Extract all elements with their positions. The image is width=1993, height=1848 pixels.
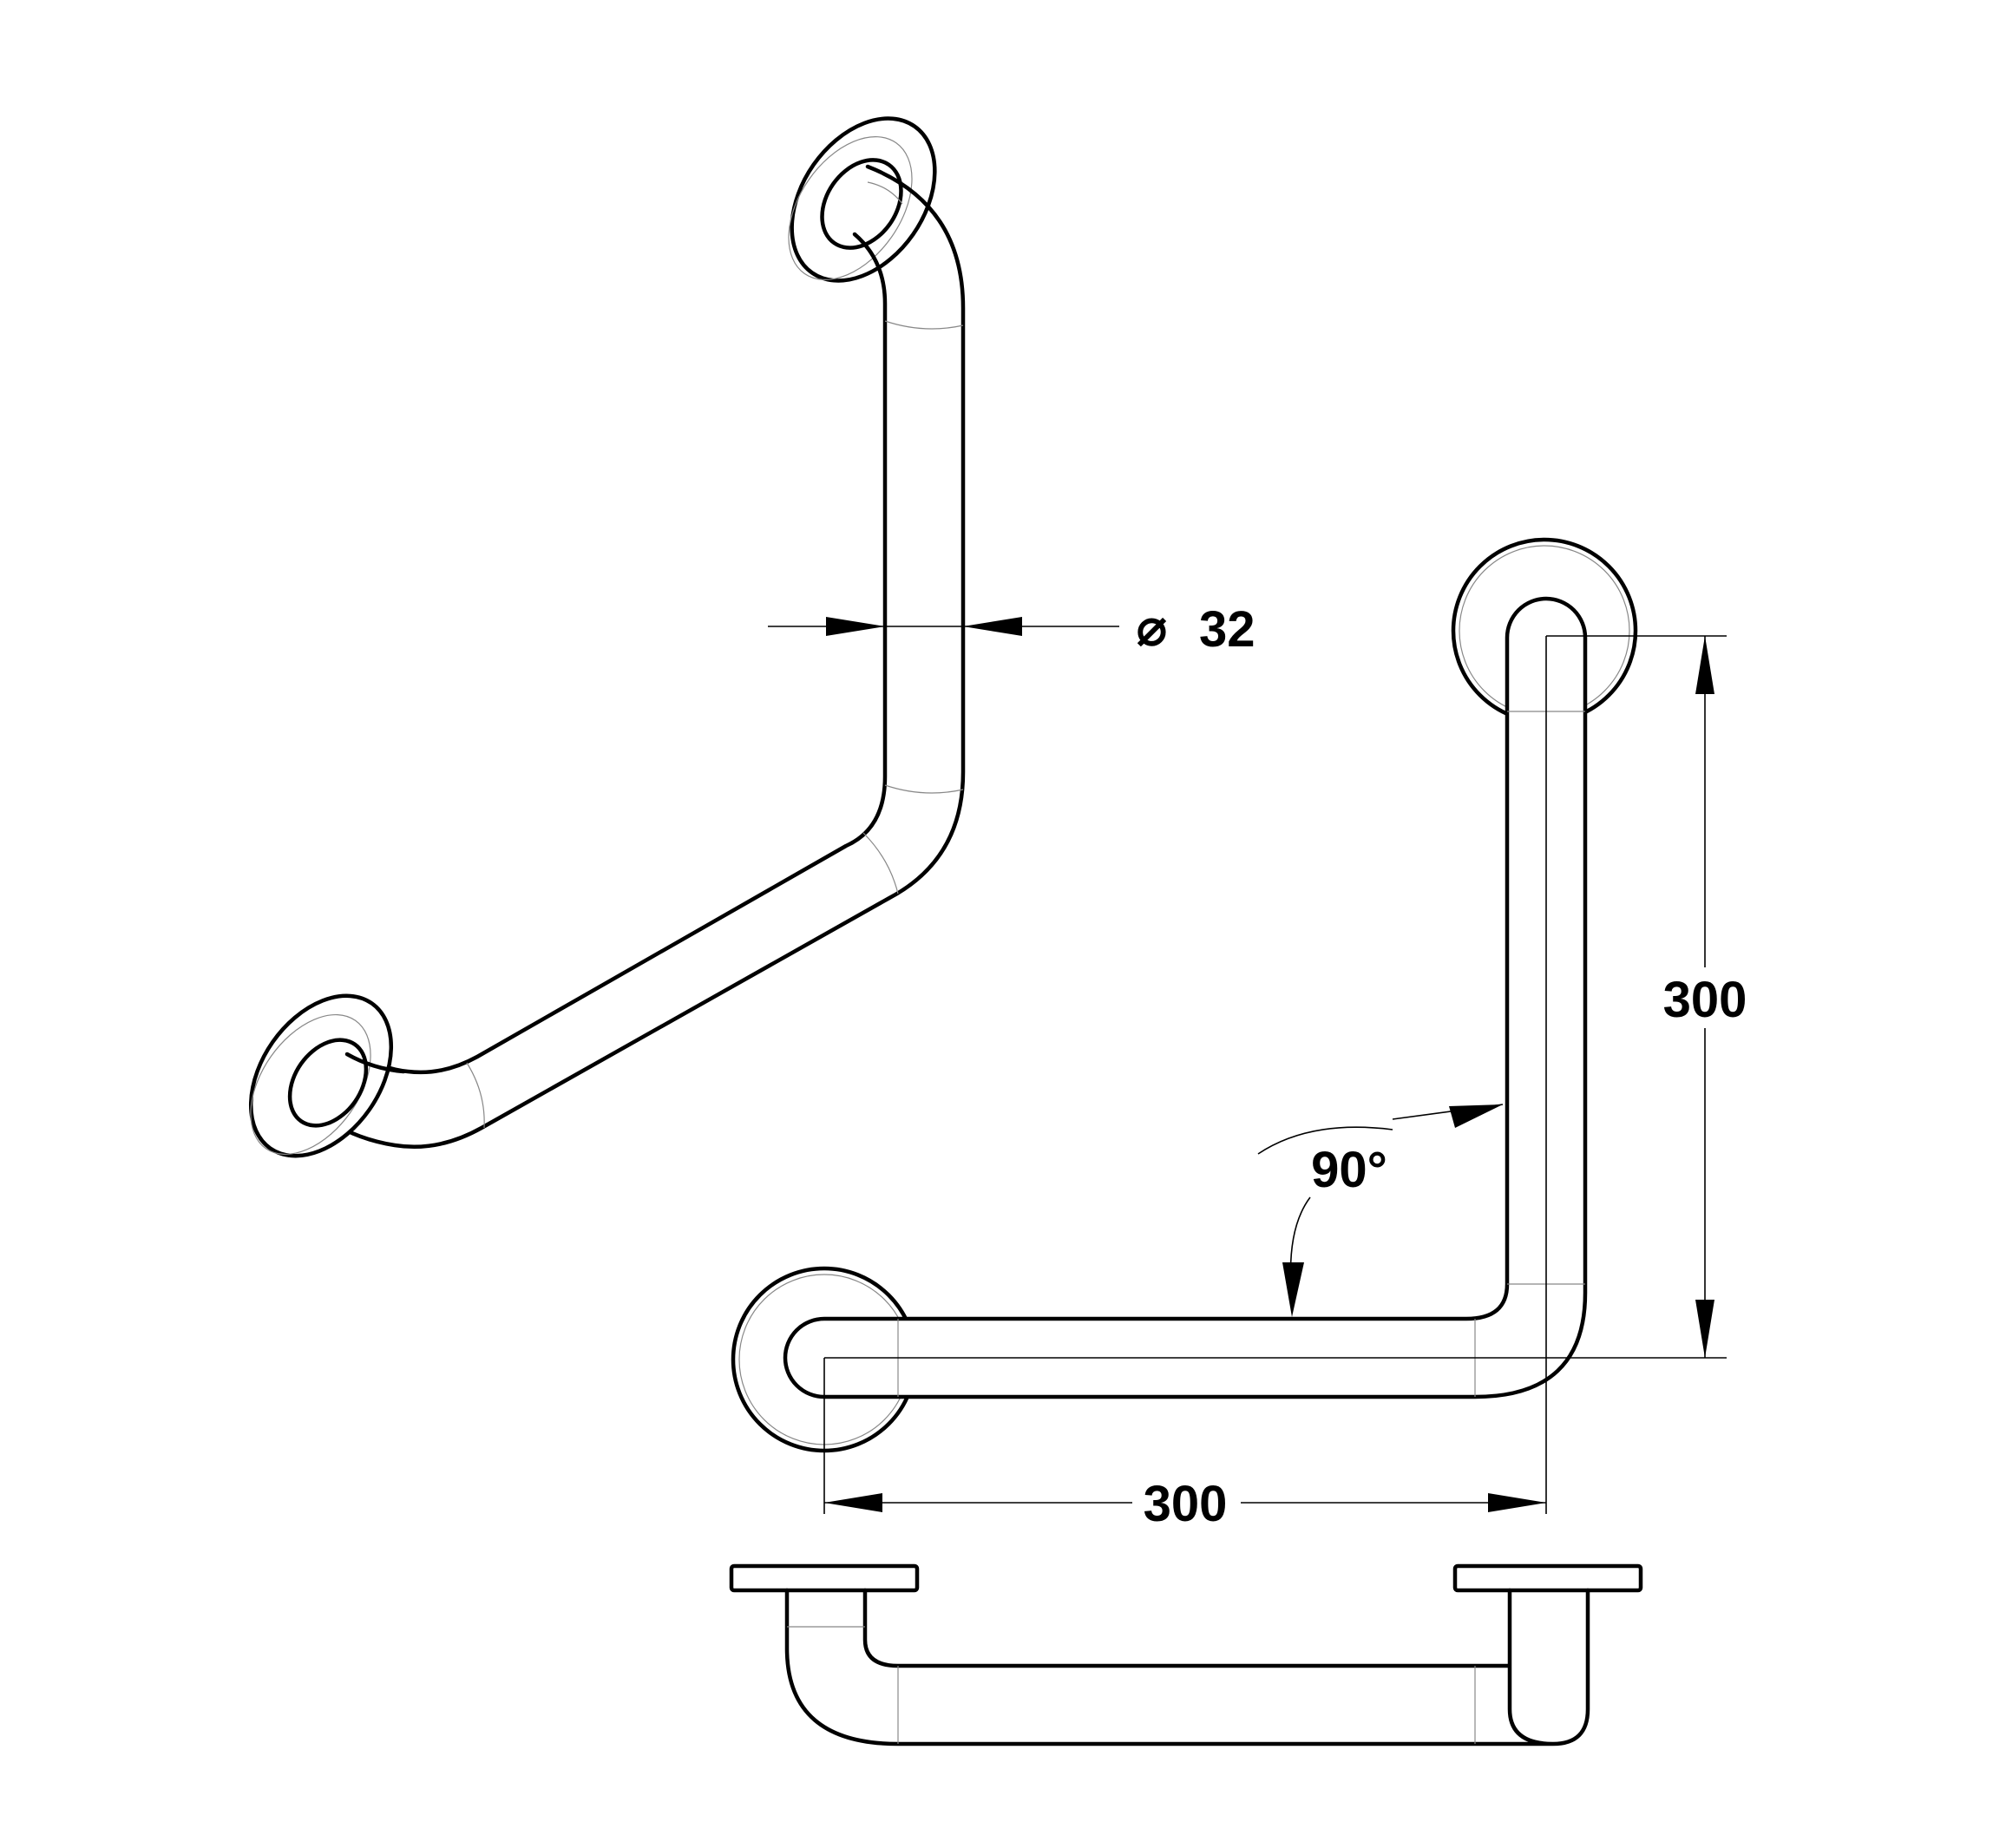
width-value-label: 300 <box>1144 1476 1228 1532</box>
isometric-tube <box>318 164 966 1149</box>
angle-value-label: 90° <box>1311 1142 1387 1198</box>
side-right-flange-plate <box>1452 1563 1643 1593</box>
height-dimension: 300 <box>1546 635 1748 1358</box>
diameter-dimension: ⌀ 32 <box>768 600 1255 658</box>
side-left-flange-plate <box>729 1563 920 1593</box>
angle-dimension: 90° <box>1257 1104 1504 1317</box>
diameter-value-label: 32 <box>1199 601 1255 658</box>
front-tube <box>783 596 1588 1399</box>
isometric-bottom-flange <box>248 993 406 1158</box>
diameter-symbol: ⌀ <box>1137 600 1167 656</box>
width-dimension: 300 <box>824 1472 1546 1533</box>
height-arrow-bottom <box>1695 1300 1714 1358</box>
side-view <box>729 1563 1643 1746</box>
diameter-arrow-left <box>826 617 885 636</box>
front-view <box>731 537 1727 1514</box>
isometric-view <box>248 116 966 1158</box>
height-value-label: 300 <box>1663 972 1747 1028</box>
width-arrow-left <box>824 1493 882 1512</box>
width-arrow-right <box>1488 1493 1546 1512</box>
diameter-arrow-right <box>963 617 1022 636</box>
isometric-top-flange <box>788 116 937 283</box>
side-tube <box>784 1588 1590 1746</box>
height-arrow-top <box>1695 636 1714 694</box>
angle-arrow-bottom <box>1282 1262 1304 1317</box>
